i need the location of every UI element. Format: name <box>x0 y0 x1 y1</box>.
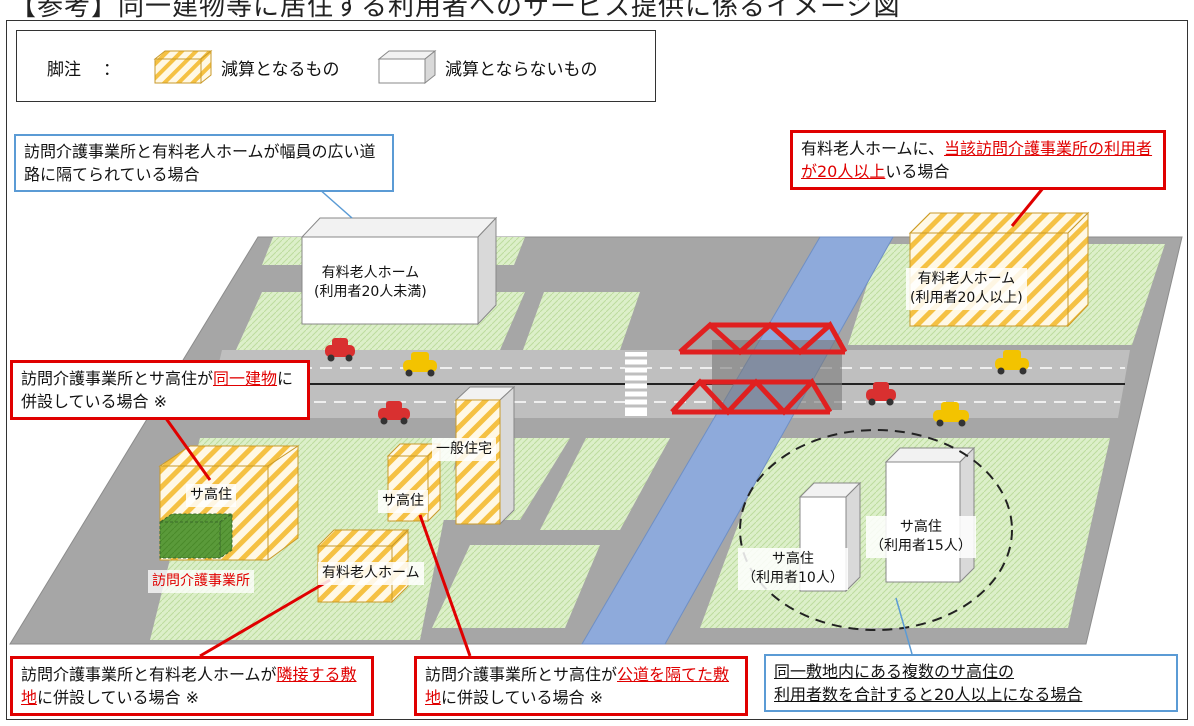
car-yellow <box>995 350 1029 375</box>
lot <box>432 545 600 628</box>
page-title: 【参考】同一建物等に居住する利用者へのサービス提供に係るイメージ図 <box>10 0 901 22</box>
lot <box>540 438 670 530</box>
diagram-frame <box>6 20 1188 720</box>
callout-mid-left: 訪問介護事業所とサ高住が同一建物に併設している場合 ※ <box>10 360 310 420</box>
car-red <box>866 382 896 406</box>
callout-text: 訪問介護事業所と有料老人ホームが <box>21 665 277 684</box>
legend-label: 脚注 <box>47 60 81 80</box>
label-home-bottom: 有料老人ホーム <box>318 562 424 585</box>
building-office <box>158 513 234 559</box>
callout-bottom-left: 訪問介護事業所と有料老人ホームが隣接する敷地に併設している場合 ※ <box>10 656 374 716</box>
callout-line: 同一敷地内にある複数のサ高住の <box>774 662 1015 681</box>
callout-text: に併設している場合 ※ <box>37 688 200 707</box>
legend-colon: ： <box>103 60 120 80</box>
callout-text: 訪問介護事業所とサ高住が <box>21 369 214 388</box>
leader-bottom-mid <box>418 514 472 657</box>
car-yellow <box>403 352 437 377</box>
callout-text: に併設している場合 ※ <box>21 369 294 411</box>
lot <box>523 292 640 350</box>
bridge <box>670 321 848 416</box>
callout-text: に併設している場合 ※ <box>441 688 604 707</box>
label-sakou-left: サ高住 <box>186 484 236 507</box>
car-red <box>378 401 410 425</box>
callout-top-left: 訪問介護事業所と有料老人ホームが幅員の広い道路に隔てられている場合 <box>14 134 394 192</box>
callout-top-right: 有料老人ホームに、当該訪問介護事業所の利用者が20人以上いる場合 <box>790 130 1166 190</box>
same-site-ellipse <box>739 429 1013 631</box>
label-office: 訪問介護事業所 <box>148 570 254 593</box>
callout-bottom-right: 同一敷地内にある複数のサ高住の 利用者数を合計すると20人以上になる場合 <box>764 654 1178 712</box>
label-right-home: 有料老人ホーム (利用者20人以上) <box>906 268 1027 310</box>
leader-bottom-right <box>895 597 913 655</box>
callout-highlight: 同一建物 <box>213 369 278 388</box>
leader-bottom-left <box>199 578 331 658</box>
leader-mid-left <box>158 409 212 481</box>
car-red <box>325 338 355 362</box>
label-sakou-15: サ高住 （利用者15人） <box>866 516 976 558</box>
label-sakou-mid: サ高住 <box>378 490 428 513</box>
callout-text: 訪問介護事業所とサ高住が <box>425 665 618 684</box>
crosswalk <box>625 352 647 416</box>
label-general-house: 一般住宅 <box>432 438 496 461</box>
legend: 脚注 ： 減算となるもの 減算とならないもの <box>16 30 656 102</box>
legend-not-reduced-text: 減算とならないもの <box>445 60 598 80</box>
legend-not-reduced-swatch <box>377 49 437 85</box>
callout-highlight: 当該訪問介護事業所の利用者が20人以上 <box>801 139 1153 181</box>
label-sakou-10: サ高住 （利用者10人） <box>738 548 848 590</box>
leader-top-left <box>317 187 353 219</box>
building-sakou-15 <box>884 446 976 584</box>
callout-text: 有料老人ホームに、 <box>801 139 945 158</box>
callout-text: いる場合 <box>885 162 950 181</box>
callout-highlight: 隣接する敷地 <box>21 665 357 707</box>
callout-line: 利用者数を合計すると20人以上になる場合 <box>774 685 1083 704</box>
callout-bottom-mid: 訪問介護事業所とサ高住が公道を隔てた敷地に併設している場合 ※ <box>414 656 748 716</box>
building-top-home <box>300 216 498 326</box>
building-general-house <box>454 385 516 526</box>
legend-reduced-swatch <box>153 49 213 85</box>
legend-reduced-text: 減算となるもの <box>221 60 340 80</box>
car-yellow <box>933 402 969 427</box>
label-top-home: 有料老人ホーム (利用者20人未満) <box>310 262 431 304</box>
callout-highlight: 公道を隔てた敷地 <box>425 665 730 707</box>
